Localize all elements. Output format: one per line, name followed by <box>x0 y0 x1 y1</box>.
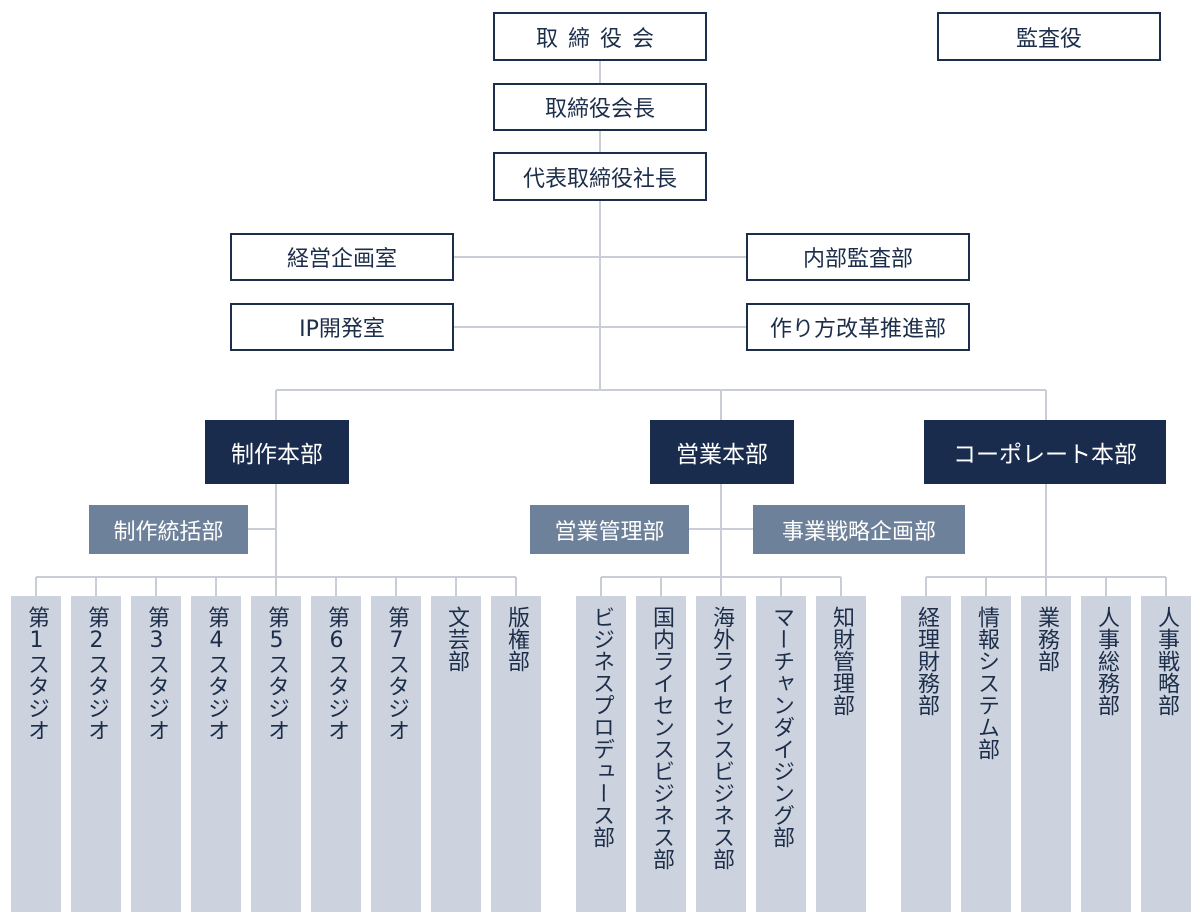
unit-column: 国内ライセンスビジネス部 <box>636 596 686 912</box>
unit-column: 海外ライセンスビジネス部 <box>696 596 746 912</box>
planning-office-box: 経営企画室 <box>230 233 454 281</box>
reform-dept-box: 作り方改革推進部 <box>746 303 970 351</box>
unit-label: 知財管理部 <box>829 606 854 716</box>
unit-label: 業務部 <box>1034 606 1059 672</box>
unit-label: 第1スタジオ <box>24 606 49 741</box>
planning-office-label: 経営企画室 <box>286 247 397 272</box>
board-of-directors-label: 取締役会 <box>535 26 664 52</box>
production-control-label: 制作統括部 <box>113 519 224 545</box>
unit-column: 文芸部 <box>431 596 481 912</box>
production-division-box: 制作本部 <box>205 420 349 484</box>
unit-column: 版権部 <box>491 596 541 912</box>
auditor-box: 監査役 <box>937 12 1161 61</box>
unit-column: マーチャンダイジング部 <box>756 596 806 912</box>
unit-label: 人事戦略部 <box>1154 606 1179 716</box>
unit-column: 業務部 <box>1021 596 1071 912</box>
unit-column: 第1スタジオ <box>11 596 61 912</box>
unit-label: 国内ライセンスビジネス部 <box>649 606 674 870</box>
internal-audit-label: 内部監査部 <box>802 247 913 272</box>
unit-column: 第6スタジオ <box>311 596 361 912</box>
unit-label: 第3スタジオ <box>144 606 169 741</box>
unit-label: 情報システム部 <box>974 606 999 760</box>
auditor-label: 監査役 <box>1015 26 1082 52</box>
chairman-box: 取締役会長 <box>493 83 707 131</box>
production-control-box: 制作統括部 <box>89 505 248 554</box>
internal-audit-box: 内部監査部 <box>746 233 970 281</box>
unit-column: ビジネスプロデュース部 <box>576 596 626 912</box>
corporate-division-label: コーポレート本部 <box>953 442 1137 468</box>
sales-admin-label: 営業管理部 <box>554 519 665 545</box>
reform-dept-label: 作り方改革推進部 <box>769 317 946 342</box>
unit-column: 第3スタジオ <box>131 596 181 912</box>
unit-column: 経理財務部 <box>901 596 951 912</box>
president-label: 代表取締役社長 <box>522 166 677 192</box>
president-box: 代表取締役社長 <box>493 152 707 201</box>
sales-division-box: 営業本部 <box>650 420 794 484</box>
corporate-division-box: コーポレート本部 <box>924 420 1166 484</box>
unit-label: 第5スタジオ <box>264 606 289 741</box>
unit-column: 人事戦略部 <box>1141 596 1191 912</box>
unit-column: 第2スタジオ <box>71 596 121 912</box>
unit-label: 海外ライセンスビジネス部 <box>709 606 734 870</box>
unit-label: 経理財務部 <box>914 606 939 716</box>
unit-column: 情報システム部 <box>961 596 1011 912</box>
unit-label: ビジネスプロデュース部 <box>589 606 614 848</box>
chairman-label: 取締役会長 <box>544 97 655 122</box>
sales-division-label: 営業本部 <box>676 442 768 468</box>
sales-admin-box: 営業管理部 <box>530 505 689 554</box>
ip-office-label: IP開発室 <box>299 317 385 342</box>
unit-label: 第6スタジオ <box>324 606 349 741</box>
unit-column: 知財管理部 <box>816 596 866 912</box>
unit-label: 第2スタジオ <box>84 606 109 741</box>
unit-label: 版権部 <box>504 606 529 672</box>
unit-label: 第7スタジオ <box>384 606 409 741</box>
ip-office-box: IP開発室 <box>230 303 454 351</box>
unit-column: 第4スタジオ <box>191 596 241 912</box>
unit-label: 文芸部 <box>444 606 469 672</box>
unit-column: 第5スタジオ <box>251 596 301 912</box>
unit-column: 第7スタジオ <box>371 596 421 912</box>
board-of-directors-box: 取締役会 <box>493 12 707 61</box>
unit-label: マーチャンダイジング部 <box>769 606 794 848</box>
unit-column: 人事総務部 <box>1081 596 1131 912</box>
unit-label: 第4スタジオ <box>204 606 229 741</box>
unit-label: 人事総務部 <box>1094 606 1119 716</box>
business-strategy-label: 事業戦略企画部 <box>781 519 936 545</box>
production-division-label: 制作本部 <box>231 442 323 468</box>
business-strategy-box: 事業戦略企画部 <box>753 505 965 554</box>
